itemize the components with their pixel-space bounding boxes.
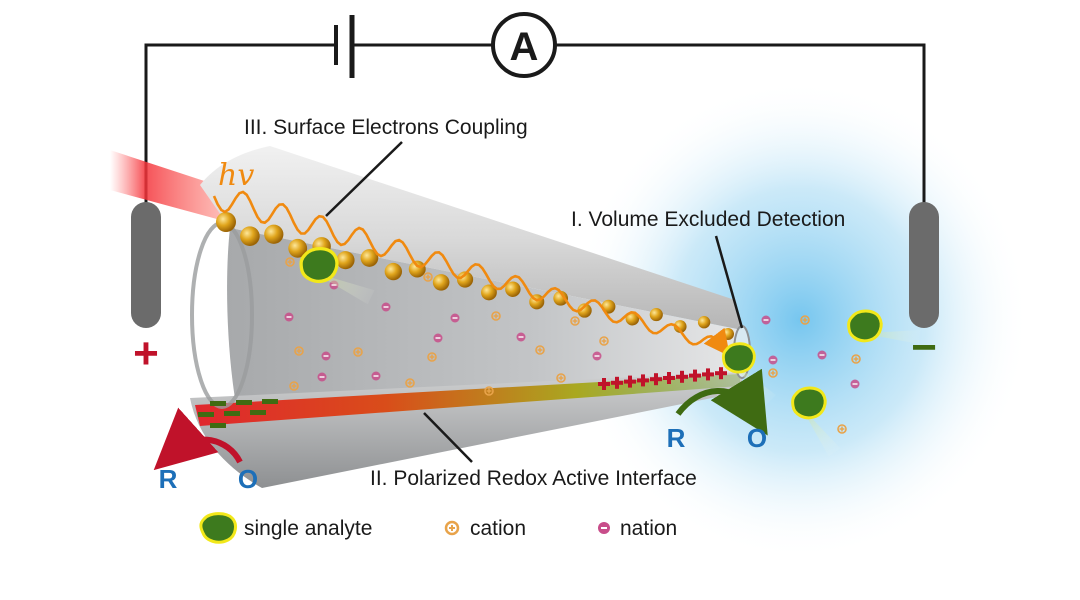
- gold-nanoparticle: [481, 284, 497, 301]
- legend-cation-label: cation: [470, 517, 526, 540]
- right-electrode: [909, 202, 939, 328]
- analyte-particle: [847, 309, 921, 345]
- cation-ion: [535, 345, 545, 355]
- circuit-wire: [144, 43, 926, 205]
- plus-charge-v: [719, 367, 723, 380]
- analyte-particle: [791, 386, 841, 457]
- cation-ion: [768, 368, 778, 378]
- cation-ion: [423, 272, 433, 282]
- legend-cation-icon: [444, 520, 460, 536]
- ammeter-symbol: A: [510, 25, 539, 69]
- legend-analyte-label: single analyte: [244, 517, 372, 540]
- laser-beam: [110, 150, 250, 228]
- right-redox-arrow: [675, 368, 768, 436]
- gold-nanoparticle: [216, 212, 236, 232]
- plus-charge-v: [654, 373, 658, 386]
- cation-ion: [285, 257, 295, 267]
- gold-nanoparticle: [264, 224, 284, 244]
- gold-nanoparticle: [432, 274, 450, 291]
- analyte-particle: [299, 246, 375, 305]
- gold-nanoparticle: [673, 320, 687, 333]
- ion-field: [284, 257, 861, 434]
- cation-ion: [851, 354, 861, 364]
- gold-nanoparticle: [649, 308, 663, 322]
- gold-nanoparticle: [240, 226, 260, 246]
- plus-charge-v: [641, 374, 645, 387]
- plus-charge-v: [706, 368, 710, 381]
- gold-nanoparticle: [408, 260, 426, 278]
- plus-charge-v: [667, 372, 671, 384]
- cation-ion: [484, 386, 494, 396]
- ammeter-icon: [491, 12, 557, 78]
- gold-nanoparticle: [722, 328, 734, 340]
- analyte-trail: [801, 406, 841, 457]
- left-redox-r: R: [159, 464, 178, 494]
- plus-charge-v: [693, 369, 697, 382]
- cation-ion: [405, 378, 415, 388]
- right-redox-o: O: [747, 423, 767, 453]
- cation-ion: [427, 352, 437, 362]
- photon-label: hv: [218, 158, 254, 193]
- gold-nanoparticle: [288, 238, 308, 258]
- legend-anion-label: nation: [620, 517, 677, 540]
- analyte-body: [721, 342, 756, 374]
- right-redox-r: R: [667, 423, 686, 453]
- left-electrode: [131, 202, 161, 328]
- cation-ion: [556, 373, 566, 383]
- leader-lines: [325, 141, 744, 463]
- gold-nanoparticle: [360, 249, 379, 267]
- gold-nanoparticle: [505, 281, 521, 297]
- analyte-body: [791, 386, 827, 420]
- cation-ion: [800, 315, 810, 325]
- photon-wave: [212, 190, 730, 357]
- plus-charge-v: [615, 376, 619, 389]
- analyte-trail: [314, 272, 375, 305]
- label-polarized-interface: II. Polarized Redox Active Interface: [370, 467, 697, 490]
- cation-ion: [837, 424, 847, 434]
- label-volume-excluded: I. Volume Excluded Detection: [571, 208, 845, 231]
- gold-nanoparticle: [336, 251, 355, 270]
- gold-nanoparticle: [456, 271, 474, 288]
- label-surface-coupling: III. Surface Electrons Coupling: [244, 116, 528, 139]
- cation-ion: [491, 311, 501, 321]
- cation-ion: [570, 316, 580, 326]
- analyte-particles: [299, 246, 921, 457]
- plus-charge-v: [602, 378, 606, 390]
- tip-glow: [570, 80, 1030, 560]
- gold-nanoparticle: [553, 290, 569, 306]
- legend: single analyte cation nation: [199, 512, 677, 544]
- left-redox-arrow: [153, 407, 243, 471]
- legend-analyte-icon: [199, 512, 237, 544]
- gold-nanoparticle: [697, 316, 711, 329]
- battery-icon: [334, 15, 355, 78]
- gold-nanoparticle: [625, 311, 640, 326]
- anode-sign: +: [133, 329, 159, 378]
- left-redox-o: O: [238, 464, 258, 494]
- plus-charge-v: [680, 370, 684, 383]
- analyte-body: [299, 246, 339, 283]
- gold-nanoparticle: [577, 303, 592, 318]
- cation-ion: [599, 336, 609, 346]
- analyte-body: [847, 309, 883, 343]
- gold-nanoparticle: [384, 262, 403, 281]
- plus-charge-v: [628, 375, 632, 388]
- cation-ion: [353, 347, 363, 357]
- cation-ion: [294, 346, 304, 356]
- cation-ion: [289, 381, 299, 391]
